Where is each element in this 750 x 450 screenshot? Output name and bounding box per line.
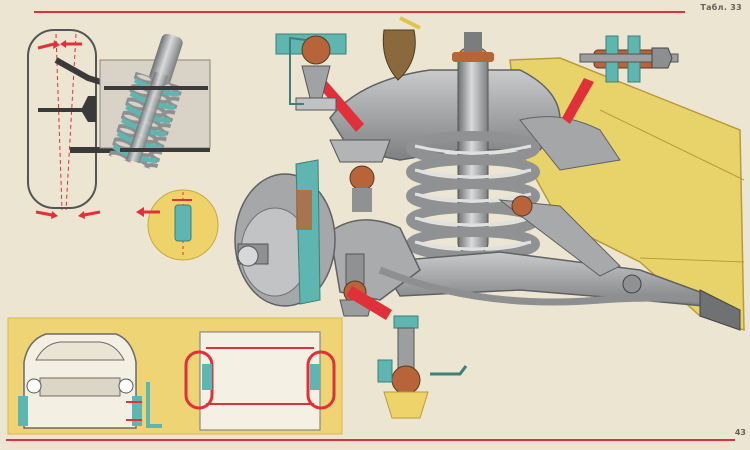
joint-housing [383,391,429,419]
car-front-panel [7,317,343,435]
bump-stop-tab [399,16,421,30]
body-seam [599,109,745,181]
small-strut-assembly [99,33,211,171]
ball-joint-icon [339,253,373,317]
wheel-alignment-arrow-icon [35,210,53,217]
bushing-inset [579,35,679,83]
bushing-bolt [579,53,679,63]
upper-ball-joint-inset [275,33,347,111]
joint-clip [377,359,393,383]
shock-top-stud [464,32,482,52]
red-leader-arrow-icon [318,78,364,132]
bushing-nut [651,47,673,69]
grease-fitting [430,365,468,376]
spring-coil-icon [310,364,320,390]
ball-joint-icon [391,365,421,395]
kingpin-line [65,33,77,211]
arrowhead-icon [136,207,144,217]
arrowhead-icon [60,40,66,48]
strut-rod [498,199,621,277]
bump-stop [382,29,416,81]
rubber-bushing [511,195,533,217]
arrowhead-icon [51,211,58,219]
wheel-alignment-arrow-icon [83,210,101,217]
ball-joint-icon [301,35,331,65]
headlight-right [118,378,134,394]
brake-shield [295,159,321,305]
level-bracket [146,382,162,428]
spring-coil-icon [18,396,28,426]
spring-coil-icon [202,364,212,390]
ball-stud [397,327,415,369]
bar-mount [699,289,741,331]
shock-absorber-icon [149,33,183,86]
spring-coil-icon [132,396,142,426]
grille [39,377,121,397]
spring-loop-right [306,350,336,410]
chassis-top-view [199,331,321,431]
page-number: 43 [734,428,746,437]
spindle-shape [38,96,96,122]
windshield [35,341,125,361]
ball-joint-icon [329,139,391,212]
ball-joint-icon [174,204,192,242]
red-leader-arrow-icon [346,286,392,320]
stabilizer-bar [378,266,713,306]
rubber-bushing [452,52,494,62]
wheel-hub-icon [234,159,336,307]
body-seam [639,257,745,263]
wheel-outline [27,29,97,209]
shock-absorber-icon [457,47,489,254]
arrowhead-icon [78,211,85,219]
plate-label: Табл. 33 [700,3,742,12]
boot-cap [393,315,419,329]
bracket-outline [289,36,307,105]
joint-detail-circle [136,189,219,261]
red-leader-arrow-icon [562,78,594,124]
pivot-bolt [622,274,642,294]
main-suspension-illustration [234,16,745,332]
headlight-left [26,378,42,394]
arrowhead-icon [53,40,60,49]
lower-ball-joint-inset [377,315,468,419]
wheel-alignment-arrow-icon [37,42,55,50]
